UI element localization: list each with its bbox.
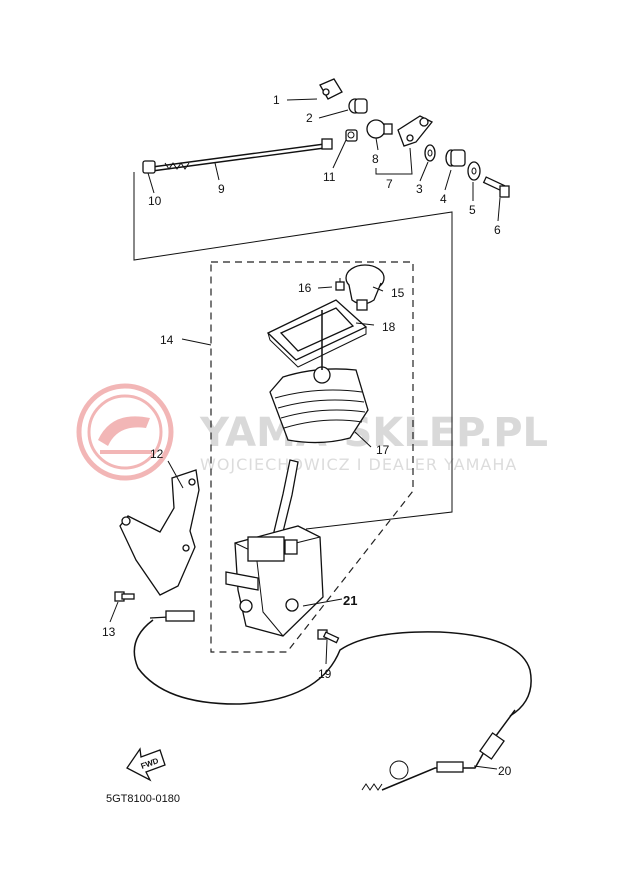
callout-21: 21 xyxy=(343,593,357,608)
callout-5: 5 xyxy=(469,203,476,217)
callout-9: 9 xyxy=(218,182,225,196)
bolt-part-13 xyxy=(114,591,135,602)
callout-3: 3 xyxy=(416,182,423,196)
callout-17: 17 xyxy=(376,443,390,457)
callout-13: 13 xyxy=(102,625,116,639)
callout-8: 8 xyxy=(372,152,379,166)
callout-11: 11 xyxy=(323,170,336,184)
assembly-connector-line xyxy=(133,172,453,530)
bushing-part-4 xyxy=(445,149,466,167)
callout-14: 14 xyxy=(160,333,174,347)
callout-15: 15 xyxy=(391,286,405,300)
callout-2: 2 xyxy=(306,111,313,125)
callout-12: 12 xyxy=(150,447,164,461)
ball-joint-part-8 xyxy=(366,119,393,139)
callout-20: 20 xyxy=(498,764,512,778)
shift-rod-assembly xyxy=(142,138,333,174)
screw-part-16 xyxy=(335,278,345,291)
callout-1: 1 xyxy=(273,93,280,107)
watermark-logo xyxy=(76,383,174,481)
clip-part-1 xyxy=(319,78,343,100)
shift-boot-part-17 xyxy=(269,310,369,444)
assembly-group-box xyxy=(210,261,414,653)
leader-lines xyxy=(109,98,501,770)
washer-part-3 xyxy=(424,144,436,162)
bolt-part-19 xyxy=(317,629,340,644)
watermark-subtext: WOJCIECHOWICZ I DEALER YAMAHA xyxy=(200,455,517,474)
callout-16: 16 xyxy=(298,281,312,295)
fwd-arrow-icon: FWD xyxy=(126,747,166,782)
callout-10: 10 xyxy=(148,194,162,208)
washer-part-5 xyxy=(467,161,481,181)
callout-4: 4 xyxy=(440,192,447,206)
bracket-part-12 xyxy=(119,469,200,596)
shift-knob-part-15 xyxy=(345,264,385,311)
diagram-code: 5GT8100-0180 xyxy=(106,793,180,805)
watermark-text: YAMA-SKLEP.PL xyxy=(199,410,548,456)
callout-19: 19 xyxy=(318,667,332,681)
shift-bezel-part-18 xyxy=(266,299,368,368)
nut-part-11 xyxy=(345,129,358,142)
lever-part-7 xyxy=(397,115,434,147)
shift-cable-part-20 xyxy=(133,610,532,791)
callout-7: 7 xyxy=(386,177,393,191)
shift-lever-housing-part-21 xyxy=(225,459,324,637)
bushing-part-2 xyxy=(348,98,368,114)
callout-18: 18 xyxy=(382,320,396,334)
callout-6: 6 xyxy=(494,223,501,237)
bolt-part-6 xyxy=(482,176,510,198)
